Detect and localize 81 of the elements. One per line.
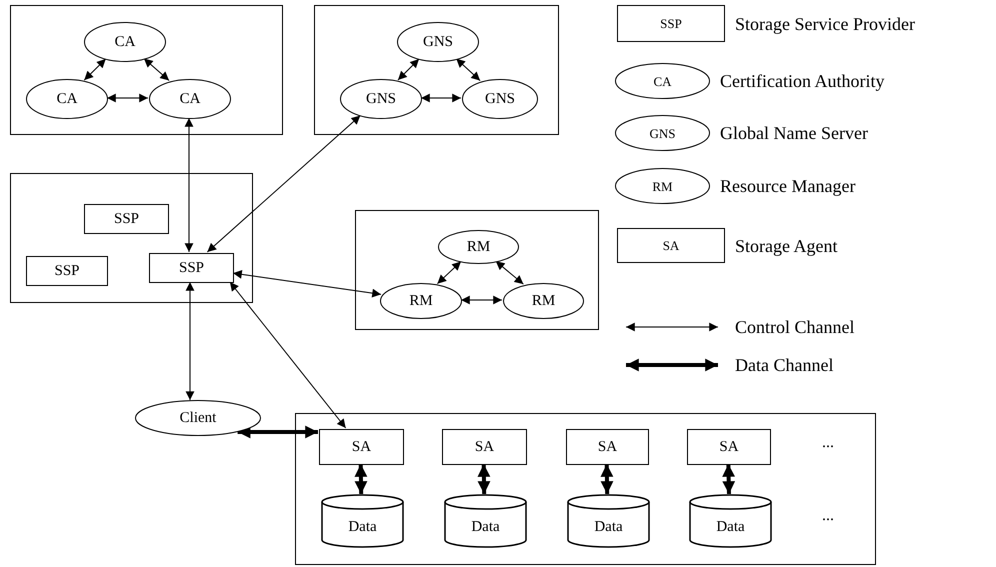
node-label: RM xyxy=(652,180,673,192)
service-ellipse xyxy=(615,63,710,99)
node-caption: Certification Authority xyxy=(720,72,884,90)
arrow xyxy=(460,296,502,304)
node-label: SA xyxy=(352,440,372,454)
arrow xyxy=(436,261,462,284)
service-ellipse xyxy=(615,168,710,204)
node-label: GNS xyxy=(649,126,676,140)
arrow xyxy=(600,464,614,494)
service-ellipse xyxy=(380,283,462,319)
node-label: SSP xyxy=(660,17,682,30)
arrow xyxy=(354,464,368,494)
group-panel xyxy=(10,5,283,135)
node-label: SSP xyxy=(54,264,80,278)
group-panel xyxy=(314,5,559,135)
node-label: Data xyxy=(594,520,623,534)
node-label: GNS xyxy=(484,92,515,106)
node-label: RM xyxy=(409,294,433,308)
node-caption: Resource Manager xyxy=(720,177,856,195)
group-panel xyxy=(295,413,876,565)
arrow xyxy=(232,270,382,298)
arrow xyxy=(206,115,361,252)
ellipsis-label: ... xyxy=(822,508,834,524)
service-box xyxy=(26,256,108,286)
node-label: RM xyxy=(466,240,490,254)
arrow xyxy=(478,464,490,494)
arrow xyxy=(456,58,481,82)
service-box xyxy=(617,228,725,263)
node-label: CA xyxy=(56,92,78,106)
arrow xyxy=(229,282,346,428)
service-ellipse xyxy=(340,79,422,119)
arrow xyxy=(495,260,524,285)
service-ellipse xyxy=(149,79,231,119)
service-ellipse xyxy=(438,230,519,264)
group-panel xyxy=(10,173,253,303)
ellipsis-label: ... xyxy=(822,435,834,451)
node-label: SA xyxy=(719,440,739,454)
service-box xyxy=(84,204,169,234)
node-caption: Storage Service Provider xyxy=(735,14,915,32)
node-label: SSP xyxy=(178,260,204,276)
service-box xyxy=(617,5,725,42)
node-label: CA xyxy=(180,92,200,106)
arrow xyxy=(397,58,420,81)
legend-label: Data Channel xyxy=(735,356,834,374)
arrow xyxy=(143,58,170,82)
arrow xyxy=(84,58,106,81)
legend-label: Control Channel xyxy=(735,318,854,336)
service-box xyxy=(687,429,771,465)
service-ellipse xyxy=(26,79,108,119)
node-label: SA xyxy=(662,239,680,252)
service-ellipse xyxy=(462,79,538,119)
node-label: Client xyxy=(180,410,216,426)
service-ellipse xyxy=(84,22,166,62)
node-caption: Global Name Server xyxy=(720,124,868,142)
service-box xyxy=(566,429,649,465)
arrow xyxy=(106,94,148,102)
node-label: Data xyxy=(716,520,745,534)
node-label: SA xyxy=(474,440,494,454)
service-box xyxy=(319,429,404,465)
service-ellipse xyxy=(135,400,261,436)
service-ellipse xyxy=(397,22,479,62)
node-caption: Storage Agent xyxy=(735,236,838,254)
service-box xyxy=(442,429,527,465)
node-label: GNS xyxy=(422,34,453,50)
arrow xyxy=(184,118,194,252)
node-label: SA xyxy=(598,440,618,454)
node-label: Data xyxy=(348,520,377,534)
arrow xyxy=(238,426,318,438)
arrow xyxy=(420,94,462,102)
node-label: Data xyxy=(471,520,500,534)
arrow xyxy=(186,282,194,401)
node-label: RM xyxy=(532,294,556,308)
arrow xyxy=(722,464,736,494)
service-ellipse xyxy=(503,283,584,319)
node-label: GNS xyxy=(366,92,396,106)
group-panel xyxy=(355,210,599,330)
service-ellipse xyxy=(615,115,710,151)
node-label: SSP xyxy=(114,212,140,226)
node-label: CA xyxy=(653,74,672,88)
service-box xyxy=(149,253,234,283)
node-label: CA xyxy=(114,34,136,50)
